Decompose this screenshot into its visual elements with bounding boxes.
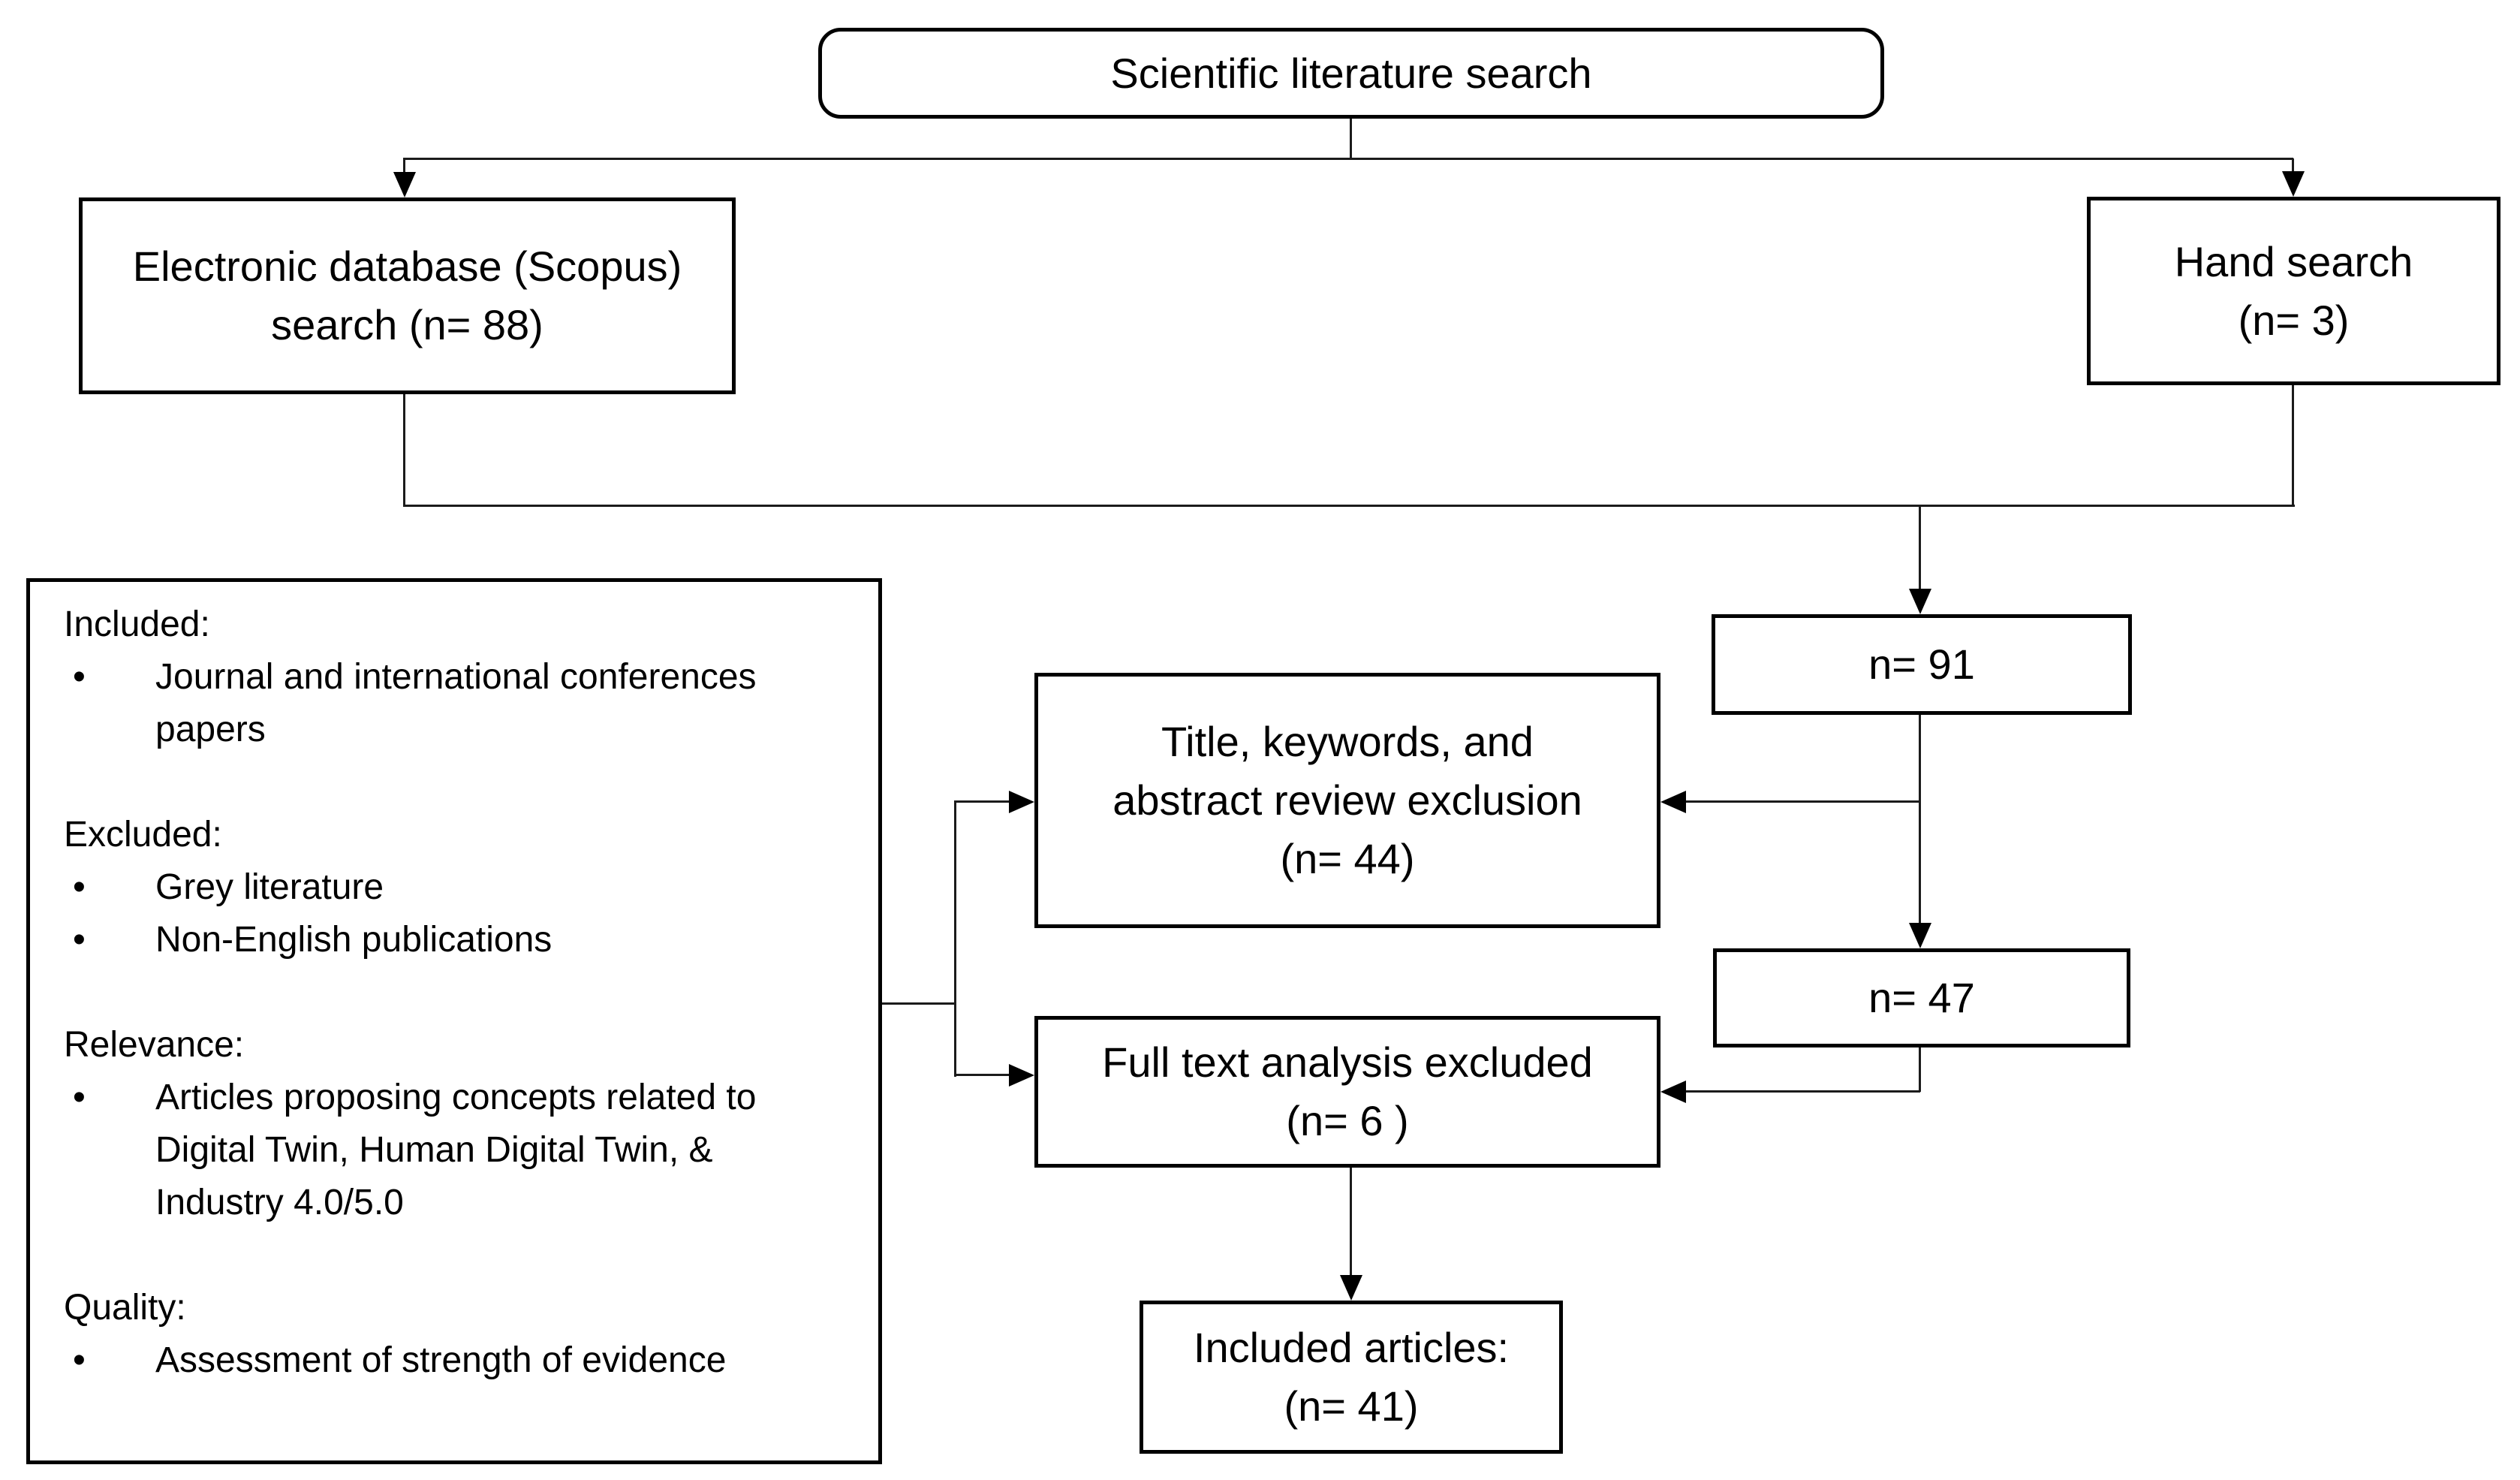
criteria-box: Included: • Journal and international co… [26, 578, 882, 1464]
criteria-item-text: Journal and international conferences pa… [155, 657, 757, 749]
connector-hand-search-down [2292, 385, 2294, 505]
criteria-section-relevance: Relevance: • Articles proposing concepts… [64, 1019, 860, 1229]
connector-top-stem [1350, 119, 1352, 158]
node-n91: n= 91 [1712, 614, 2132, 715]
arrowhead-into-included-articles [1340, 1275, 1362, 1301]
criteria-item-text: Non-English publications [155, 920, 552, 960]
list-item: • Grey literature [64, 861, 860, 914]
criteria-section-quality: Quality: • Assessment of strength of evi… [64, 1282, 860, 1387]
criteria-item-text: Grey literature [155, 867, 384, 907]
node-title-abstract-review-exclusion: Title, keywords, and abstract review exc… [1034, 673, 1660, 928]
bullet-icon: • [73, 657, 86, 697]
criteria-item-text: Articles proposing concepts related to D… [155, 1078, 757, 1222]
connector-electronic-db-down [403, 394, 405, 505]
connector-criteria-to-title-review [956, 800, 1012, 803]
node-included-articles: Included articles: (n= 41) [1140, 1301, 1563, 1454]
connector-criteria-stub [881, 1002, 956, 1005]
criteria-heading-excluded: Excluded: [64, 815, 222, 855]
arrowhead-into-title-review-left [1009, 791, 1034, 813]
connector-fulltext-to-included [1350, 1168, 1352, 1277]
connector-criteria-branch [954, 800, 956, 1077]
list-item: • Journal and international conferences … [64, 651, 860, 756]
connector-n91-to-n47 [1919, 715, 1921, 924]
connector-n47-to-fulltext [1686, 1090, 1920, 1093]
criteria-heading-included: Included: [64, 604, 210, 644]
arrowhead-into-fulltext-right [1660, 1081, 1686, 1103]
arrowhead-into-fulltext-left [1009, 1064, 1034, 1087]
connector-n47-down [1919, 1047, 1921, 1092]
connector-drop-right [2292, 158, 2294, 173]
arrowhead-into-title-review-right [1660, 791, 1686, 813]
list-item: • Articles proposing concepts related to… [64, 1072, 860, 1229]
bullet-icon: • [73, 867, 86, 907]
list-item: • Non-English publications [64, 914, 860, 966]
criteria-section-excluded: Excluded: • Grey literature • Non-Englis… [64, 809, 860, 966]
connector-criteria-to-fulltext [956, 1074, 1012, 1076]
connector-branch-title-review [1686, 800, 1920, 803]
criteria-heading-quality: Quality: [64, 1288, 186, 1328]
arrowhead-into-hand-search [2282, 171, 2305, 197]
connector-drop-left [403, 158, 405, 173]
bullet-icon: • [73, 1078, 86, 1117]
node-full-text-analysis-excluded: Full text analysis excluded (n= 6 ) [1034, 1016, 1660, 1168]
connector-top-split [403, 158, 2293, 160]
arrowhead-into-electronic-db [393, 172, 416, 197]
connector-merge-to-n91 [1919, 505, 1921, 589]
arrowhead-into-n47 [1909, 923, 1931, 948]
connector-merge-line [403, 505, 2295, 507]
list-item: • Assessment of strength of evidence [64, 1334, 860, 1387]
node-scientific-literature-search: Scientific literature search [818, 28, 1884, 119]
criteria-item-text: Assessment of strength of evidence [155, 1340, 727, 1380]
bullet-icon: • [73, 920, 86, 960]
node-hand-search: Hand search (n= 3) [2087, 197, 2500, 385]
bullet-icon: • [73, 1340, 86, 1380]
criteria-section-included: Included: • Journal and international co… [64, 598, 860, 756]
node-electronic-database-search: Electronic database (Scopus) search (n= … [79, 197, 736, 394]
criteria-heading-relevance: Relevance: [64, 1025, 245, 1065]
node-n47: n= 47 [1713, 948, 2130, 1047]
arrowhead-into-n91 [1909, 589, 1931, 614]
